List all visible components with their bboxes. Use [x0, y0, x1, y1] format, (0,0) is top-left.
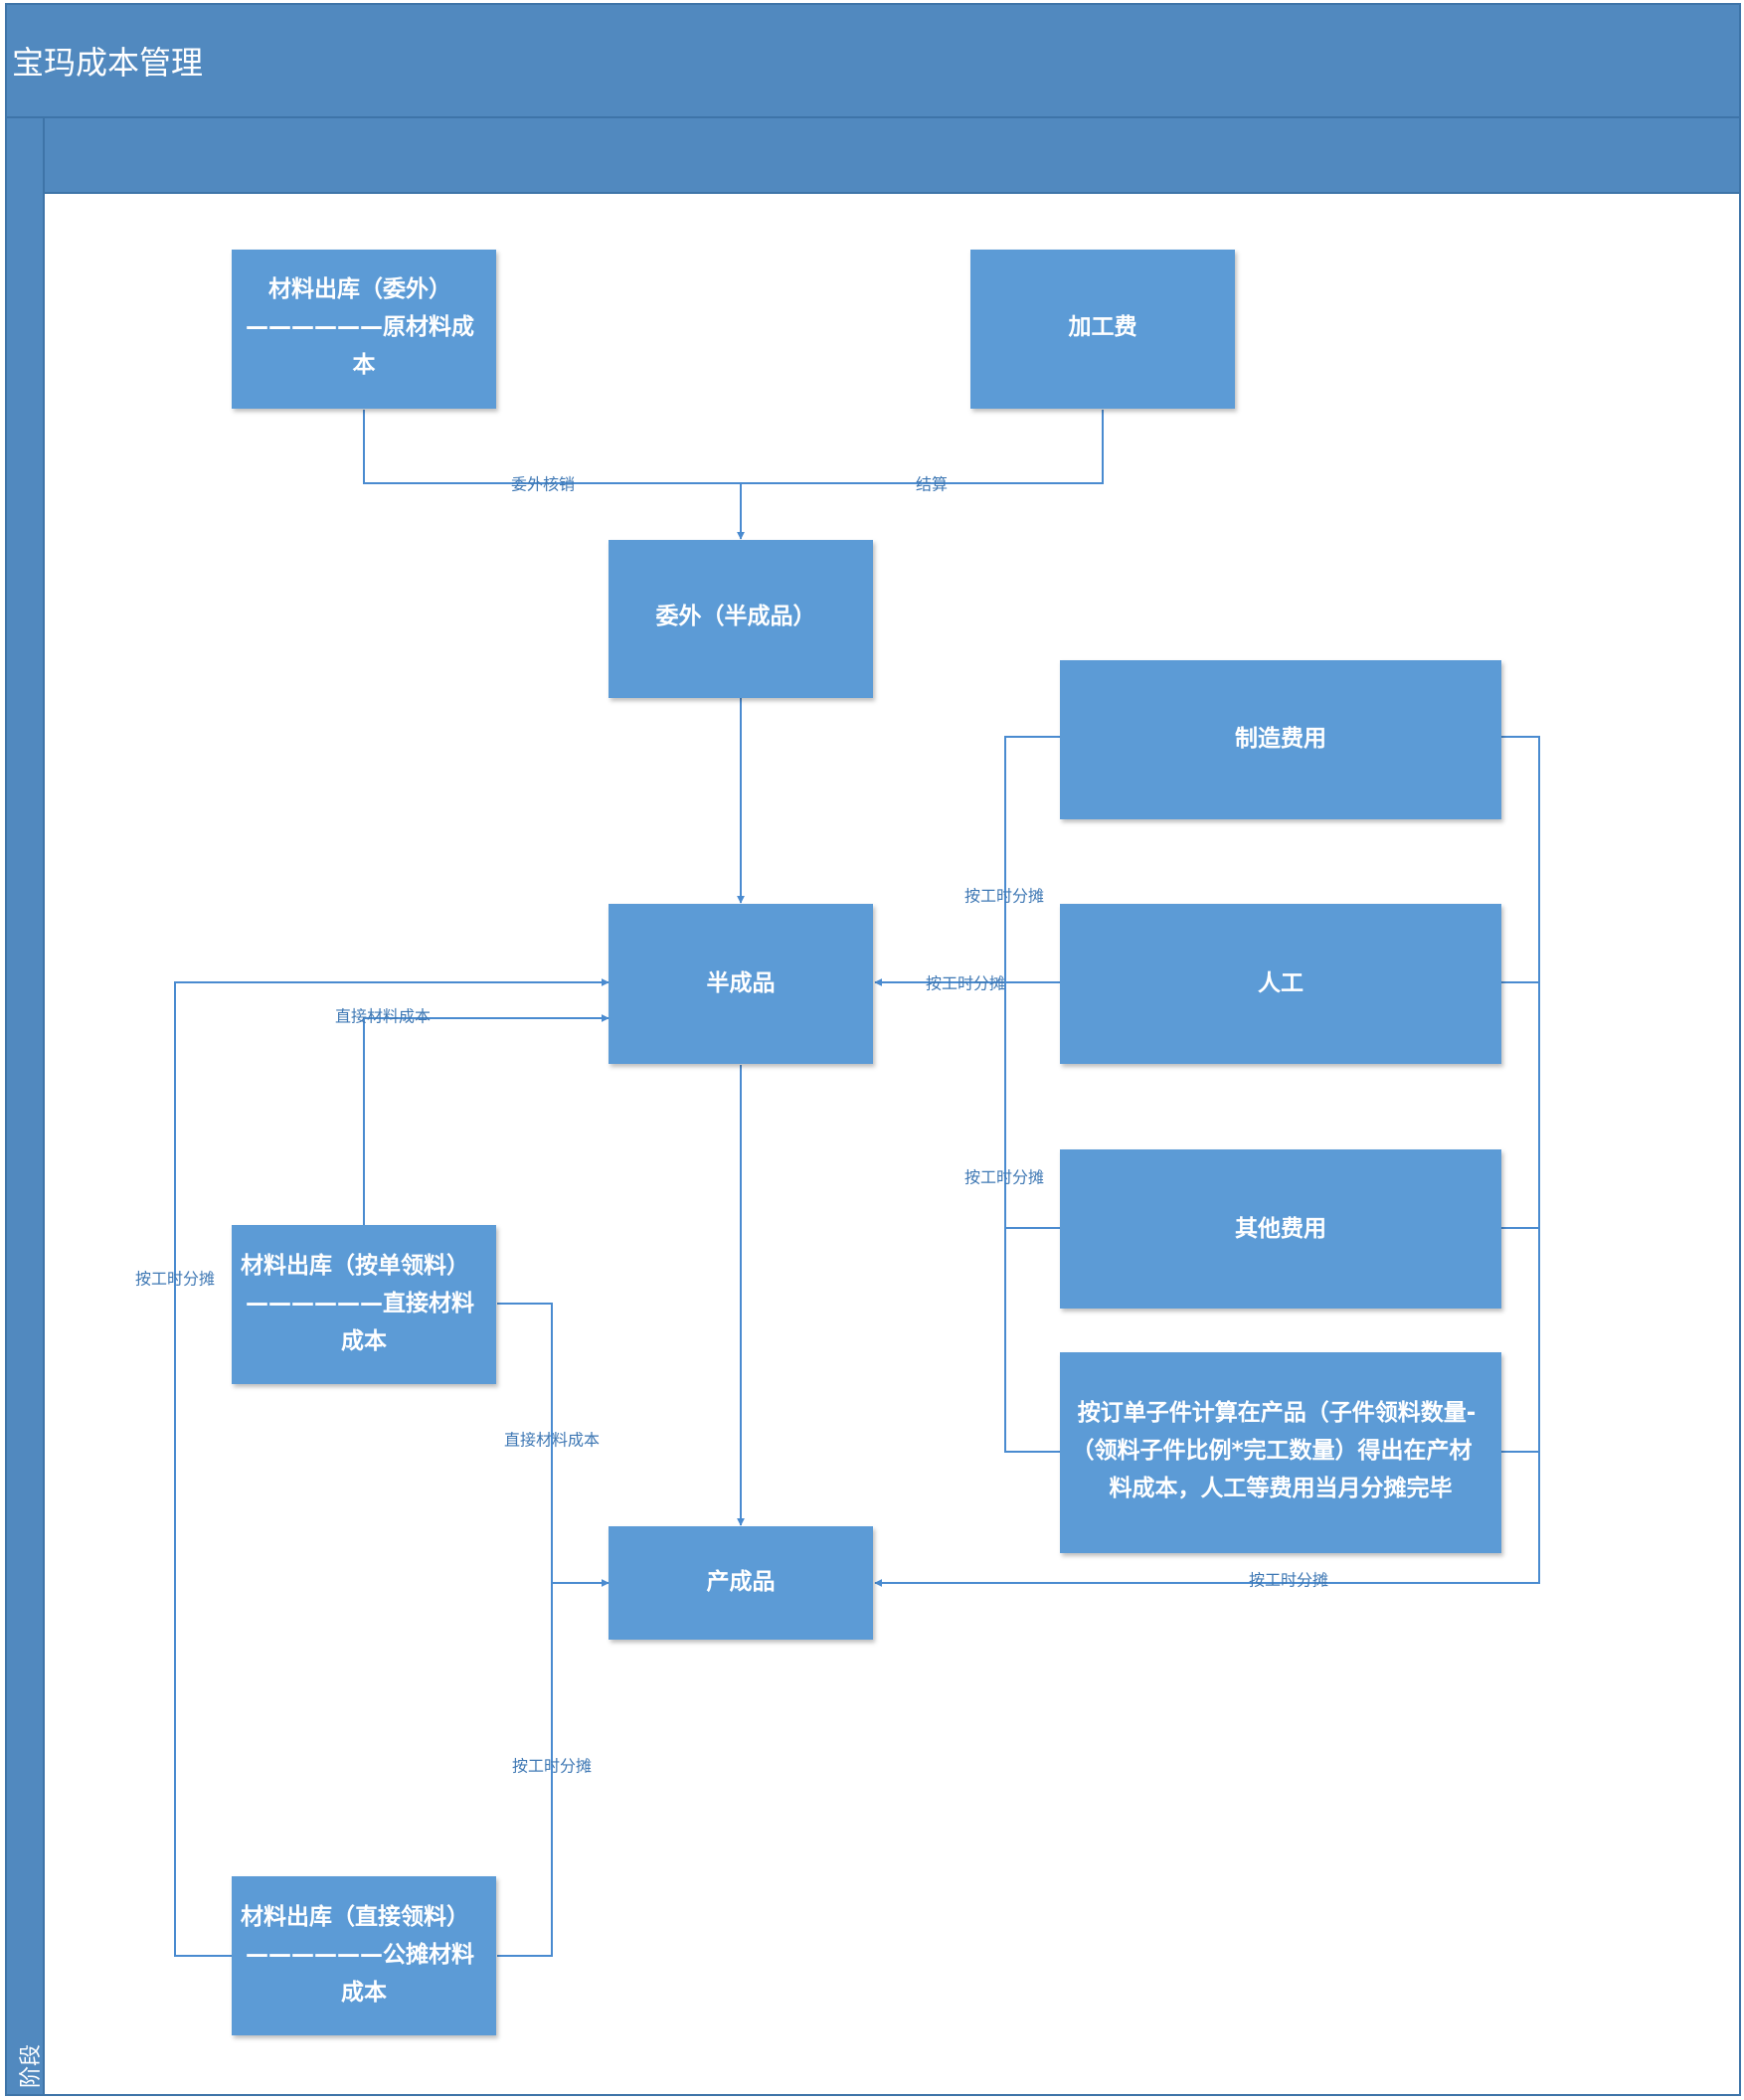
node-label: 制造费用 [1235, 726, 1326, 752]
node-label: 按订单子件计算在产品（子件领料数量- （领料子件比例*完工数量）得出在产材 料成… [1071, 1399, 1483, 1501]
node-material-direct[interactable]: 材料出库（直接领料） ——————公摊材料 成本 [232, 1876, 496, 2035]
pool-header [5, 3, 1741, 118]
node-label: 材料出库（委外） ——————原材料成 本 [246, 275, 482, 378]
pool-title: 宝玛成本管理 [12, 44, 203, 82]
node-processing-fee[interactable]: 加工费 [970, 250, 1235, 409]
node-label: 加工费 [1068, 314, 1137, 340]
edge-label-labor-hour-other: 按工时分摊 [964, 1168, 1044, 1187]
edge-label-direct-material-cost: 直接材料成本 [335, 1007, 431, 1026]
stage-column [5, 116, 45, 2096]
node-label: 产成品 [707, 1568, 776, 1595]
edge-direct-material-to-semiproduct[interactable] [174, 978, 610, 1957]
edge-label-labor-hour-direct: 按工时分摊 [512, 1757, 592, 1776]
node-finished-product[interactable]: 产成品 [609, 1526, 873, 1640]
node-outsource-semi[interactable]: 委外（半成品） [609, 540, 873, 698]
edge-cost-bus-left[interactable] [1004, 736, 1060, 1453]
node-label: 其他费用 [1235, 1216, 1326, 1242]
node-material-order[interactable]: 材料出库（按单领料） ——————直接材料 成本 [232, 1225, 496, 1384]
edge-label-direct-material-cost-finished: 直接材料成本 [504, 1431, 600, 1450]
edge-processing-fee-to-semi[interactable] [741, 410, 1104, 484]
edge-cost-bus-right-to-finished[interactable] [874, 736, 1540, 1587]
node-label: 半成品 [707, 970, 776, 996]
stage-label: 阶段 [19, 2044, 44, 2088]
edge-order-material-to-semiproduct[interactable] [363, 1014, 610, 1225]
edge-label-outsource-writeoff: 委外核销 [511, 475, 575, 494]
edge-direct-material-to-finished[interactable] [497, 1583, 553, 1957]
node-label: 委外（半成品） [655, 603, 816, 629]
edge-label-settlement: 结算 [916, 475, 948, 494]
node-other-cost[interactable]: 其他费用 [1060, 1149, 1501, 1309]
node-order-calc[interactable]: 按订单子件计算在产品（子件领料数量- （领料子件比例*完工数量）得出在产材 料成… [1060, 1352, 1501, 1553]
node-labor[interactable]: 人工 [1060, 904, 1501, 1064]
edge-labels: 委外核销 结算 直接材料成本 按工时分摊 按工时分摊 按工时分摊 按工时分摊 直… [135, 475, 1328, 1776]
node-material-outsource[interactable]: 材料出库（委外） ——————原材料成 本 [232, 250, 496, 409]
edge-label-labor-hour-labor: 按工时分摊 [926, 974, 1005, 993]
edges [174, 410, 1540, 1957]
lane-header [43, 116, 1741, 194]
edge-label-labor-hour-left: 按工时分摊 [135, 1270, 215, 1289]
edge-outsource-material-to-semi[interactable] [363, 410, 745, 540]
node-label: 材料出库（按单领料） ——————直接材料 成本 [241, 1252, 482, 1354]
nodes: 材料出库（委外） ——————原材料成 本 加工费 委外（半成品） 制造费用 [232, 250, 1501, 2035]
node-manufacturing-cost[interactable]: 制造费用 [1060, 660, 1501, 819]
node-label: 材料出库（直接领料） ——————公摊材料 成本 [241, 1903, 482, 2006]
edge-order-material-to-finished[interactable] [497, 1303, 610, 1587]
node-label: 人工 [1258, 970, 1304, 996]
node-semi-product[interactable]: 半成品 [609, 904, 873, 1064]
edge-label-labor-hour-finished: 按工时分摊 [1249, 1571, 1328, 1590]
edge-label-labor-hour-mfg: 按工时分摊 [964, 887, 1044, 906]
